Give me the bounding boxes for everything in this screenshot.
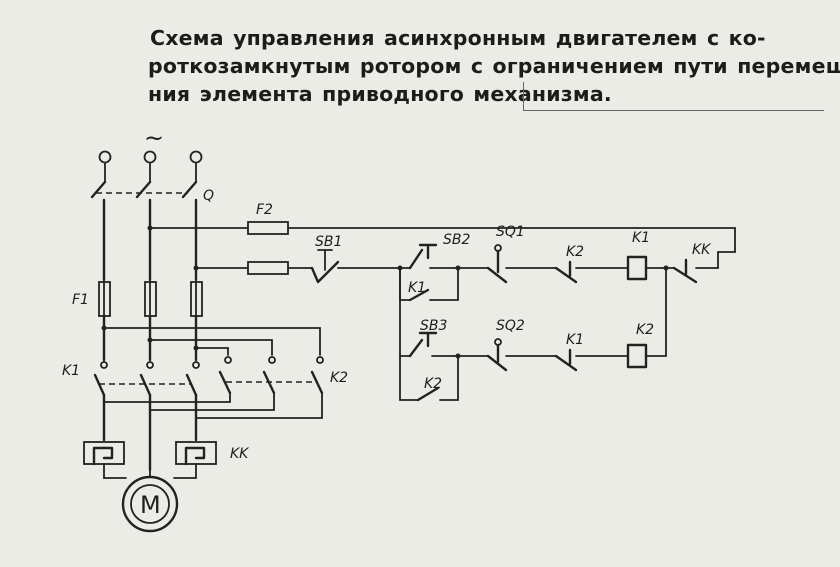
- control-circuit: F2 SB1 SB2 K1: [147, 202, 736, 402]
- sq1-limit-switch: [486, 244, 508, 284]
- terminal-l3: [189, 150, 203, 164]
- kk-main-label: KK: [230, 446, 250, 462]
- k1-coil-label: K1: [632, 230, 650, 246]
- sq2-label: SQ2: [496, 318, 525, 334]
- k1-hold-label: K1: [408, 280, 426, 296]
- ac-symbol: ~: [144, 124, 164, 152]
- kk-contact-label: KK: [692, 242, 712, 258]
- switch-q: [90, 180, 198, 282]
- f2-label: F2: [256, 202, 273, 218]
- sb2-label: SB2: [443, 232, 470, 248]
- k2-main-contacts: [218, 356, 324, 395]
- k1-main-contacts: [93, 361, 200, 397]
- sb1-stop-button: [310, 249, 340, 284]
- power-circuit: ~ Q F1: [62, 124, 348, 533]
- title-line-1: Схема управления асинхронным двигателем …: [150, 26, 766, 50]
- title-line-3: ния элемента приводного механизма.: [148, 82, 612, 106]
- kk-thermal-contact: [672, 258, 698, 284]
- k1-interlock-contact: [554, 348, 578, 372]
- sb3-start-button: [408, 331, 438, 358]
- terminal-l1: [98, 150, 112, 164]
- k2-interlock-contact: [554, 260, 578, 284]
- motor-label: M: [140, 491, 161, 519]
- sq2-limit-switch: [486, 338, 508, 372]
- fuses-f1: [98, 281, 203, 317]
- terminal-l2: [143, 150, 157, 164]
- sb3-label: SB3: [420, 318, 447, 334]
- f1-label: F1: [72, 292, 89, 308]
- sb1-label: SB1: [315, 234, 342, 250]
- sq1-label: SQ1: [496, 224, 525, 240]
- k1-coil: [626, 255, 648, 281]
- sb2-start-button: [408, 243, 438, 270]
- title-frame-line: [523, 82, 824, 111]
- q-label: Q: [203, 188, 214, 204]
- diagram-title: Схема управления асинхронным двигателем …: [148, 24, 840, 108]
- motor: [121, 469, 179, 533]
- k1-interlock-label: K1: [566, 332, 584, 348]
- k2-main-label: K2: [330, 370, 348, 386]
- title-line-2: роткозамкнутым ротором с ограничением пу…: [148, 54, 840, 78]
- k2-interlock-label: K2: [566, 244, 584, 260]
- k2-hold-label: K2: [424, 376, 442, 392]
- k2-coil: [626, 343, 648, 369]
- k2-coil-label: K2: [636, 322, 654, 338]
- k1-main-label: K1: [62, 363, 80, 379]
